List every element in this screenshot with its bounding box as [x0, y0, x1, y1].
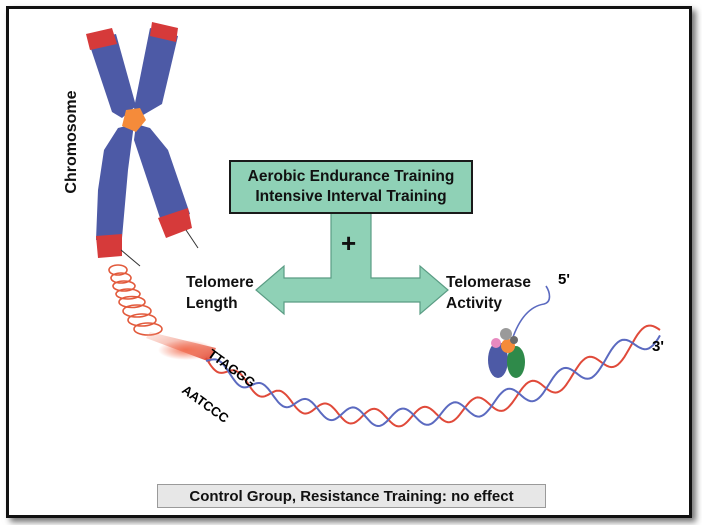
telomere-cap-icon: [158, 208, 192, 238]
dna-helix-icon: [205, 285, 661, 428]
t-arrow-icon: [255, 211, 449, 316]
centromere-icon: [122, 108, 146, 132]
training-line-aerobic: Aerobic Endurance Training: [247, 168, 455, 185]
telomerase-activity-label: Telomerase Activity: [446, 272, 531, 314]
footer-no-effect: Control Group, Resistance Training: no e…: [157, 484, 546, 508]
plus-sign: +: [341, 228, 357, 258]
three-prime-label: 3': [652, 338, 664, 355]
five-prime-label: 5': [558, 271, 570, 288]
training-line-interval: Intensive Interval Training: [255, 188, 447, 205]
chromosome-icon: [86, 22, 199, 267]
telomerase-activity-line2: Activity: [446, 295, 502, 312]
chromosome-label: Chromosome: [63, 90, 80, 194]
telomere-length-label: Telomere Length: [186, 272, 254, 314]
telomerase-activity-line1: Telomerase: [446, 274, 532, 291]
telomere-length-line2: Length: [186, 295, 238, 312]
coiled-telomere-icon: [108, 264, 216, 362]
telomerase-enzyme-icon: [488, 328, 525, 378]
telomere-length-line1: Telomere: [186, 274, 254, 291]
training-box: Aerobic Endurance Training Intensive Int…: [229, 160, 473, 214]
telomere-cap-icon: [86, 28, 117, 50]
telomere-cap-icon: [96, 234, 122, 258]
telomere-cap-icon: [150, 22, 178, 42]
